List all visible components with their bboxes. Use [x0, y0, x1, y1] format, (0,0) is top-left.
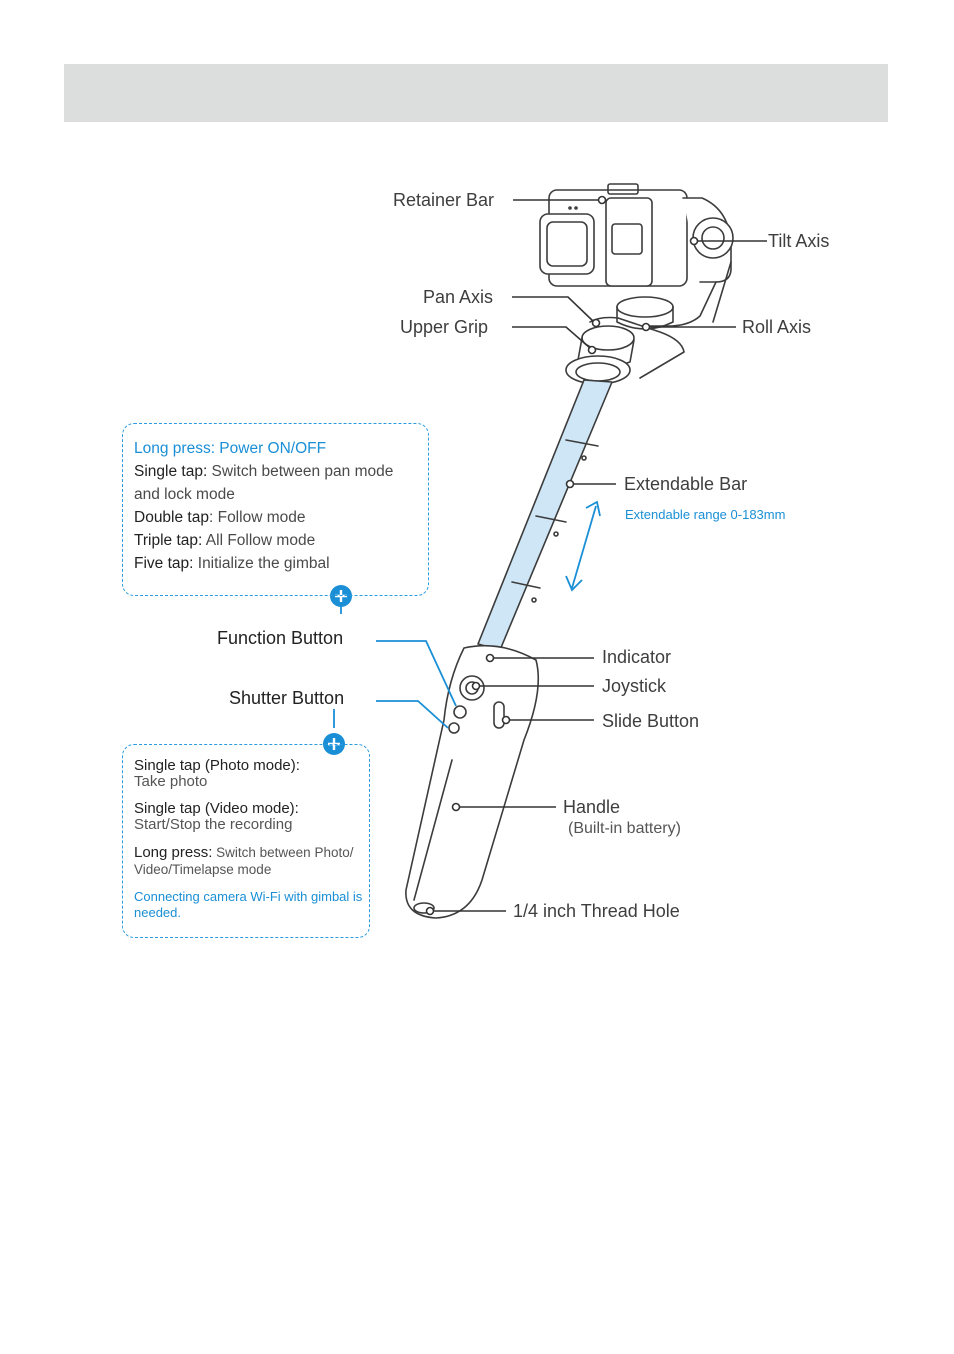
shutter-button-info-box: Single tap (Photo mode): Take photo Sing… — [122, 744, 370, 938]
shutter-button-shape — [448, 722, 460, 734]
label-handle-sub: (Built-in battery) — [568, 820, 681, 837]
function-line: Double tap: Follow mode — [134, 509, 306, 526]
extendable-bar-shape — [477, 379, 613, 651]
shutter-video-entry: Single tap (Video mode): Start/Stop the … — [134, 801, 369, 833]
label-extendable-bar: Extendable Bar — [624, 474, 748, 494]
shutter-wifi-note: Connecting camera Wi-Fi with gimbal is n… — [134, 889, 363, 920]
function-button-info-box: Long press: Power ON/OFF Single tap: Swi… — [122, 423, 429, 596]
shutter-video-desc: Start/Stop the recording — [134, 816, 293, 833]
label-upper-grip: Upper Grip — [400, 317, 489, 337]
shutter-photo-title: Single tap (Photo mode): — [134, 757, 300, 774]
upper-grip-ring — [565, 355, 631, 385]
label-retainer-bar: Retainer Bar — [393, 190, 495, 210]
label-slide-button: Slide Button — [602, 711, 700, 731]
label-joystick: Joystick — [602, 676, 667, 696]
function-line: Five tap: Initialize the gimbal — [134, 555, 330, 572]
camera-lens-housing — [539, 213, 595, 275]
plus-badges — [323, 585, 352, 755]
roll-motor — [616, 296, 674, 318]
label-tilt-axis: Tilt Axis — [768, 231, 830, 251]
label-thread-hole: 1/4 inch Thread Hole — [513, 901, 680, 921]
shutter-photo-entry: Single tap (Photo mode): Take photo — [134, 758, 369, 790]
function-line: Single tap: Switch between pan mode — [134, 463, 394, 480]
label-handle: Handle — [563, 797, 621, 817]
label-pan-axis: Pan Axis — [423, 287, 494, 307]
leader-lines — [425, 195, 767, 916]
label-indicator: Indicator — [602, 647, 672, 667]
function-line: Triple tap: All Follow mode — [134, 532, 316, 549]
shutter-long-key: Long press: — [134, 844, 213, 861]
tilt-motor — [692, 217, 734, 259]
shutter-video-title: Single tap (Video mode): — [134, 800, 299, 817]
page-header-bar — [64, 64, 888, 122]
function-line: and lock mode — [134, 486, 235, 503]
slide-button-shape — [493, 701, 505, 729]
function-line: Long press: Power ON/OFF — [134, 440, 327, 457]
label-shutter-button: Shutter Button — [229, 688, 345, 708]
shutter-long-entry: Long press: Switch between Photo/ Video/… — [134, 844, 369, 878]
label-roll-axis: Roll Axis — [742, 317, 812, 337]
label-extendable-range: Extendable range 0-183mm — [625, 507, 786, 522]
joystick-shape — [459, 675, 485, 701]
blue-leader-lines — [333, 500, 601, 729]
thread-hole-shape — [413, 902, 435, 914]
retainer-bar-part — [605, 197, 653, 287]
shutter-long-desc: Switch between Photo/ — [212, 845, 354, 860]
label-function-button: Function Button — [217, 628, 344, 648]
shutter-long-desc2: Video/Timelapse mode — [134, 862, 272, 877]
function-button-shape — [453, 705, 467, 719]
shutter-photo-desc: Take photo — [134, 773, 208, 790]
